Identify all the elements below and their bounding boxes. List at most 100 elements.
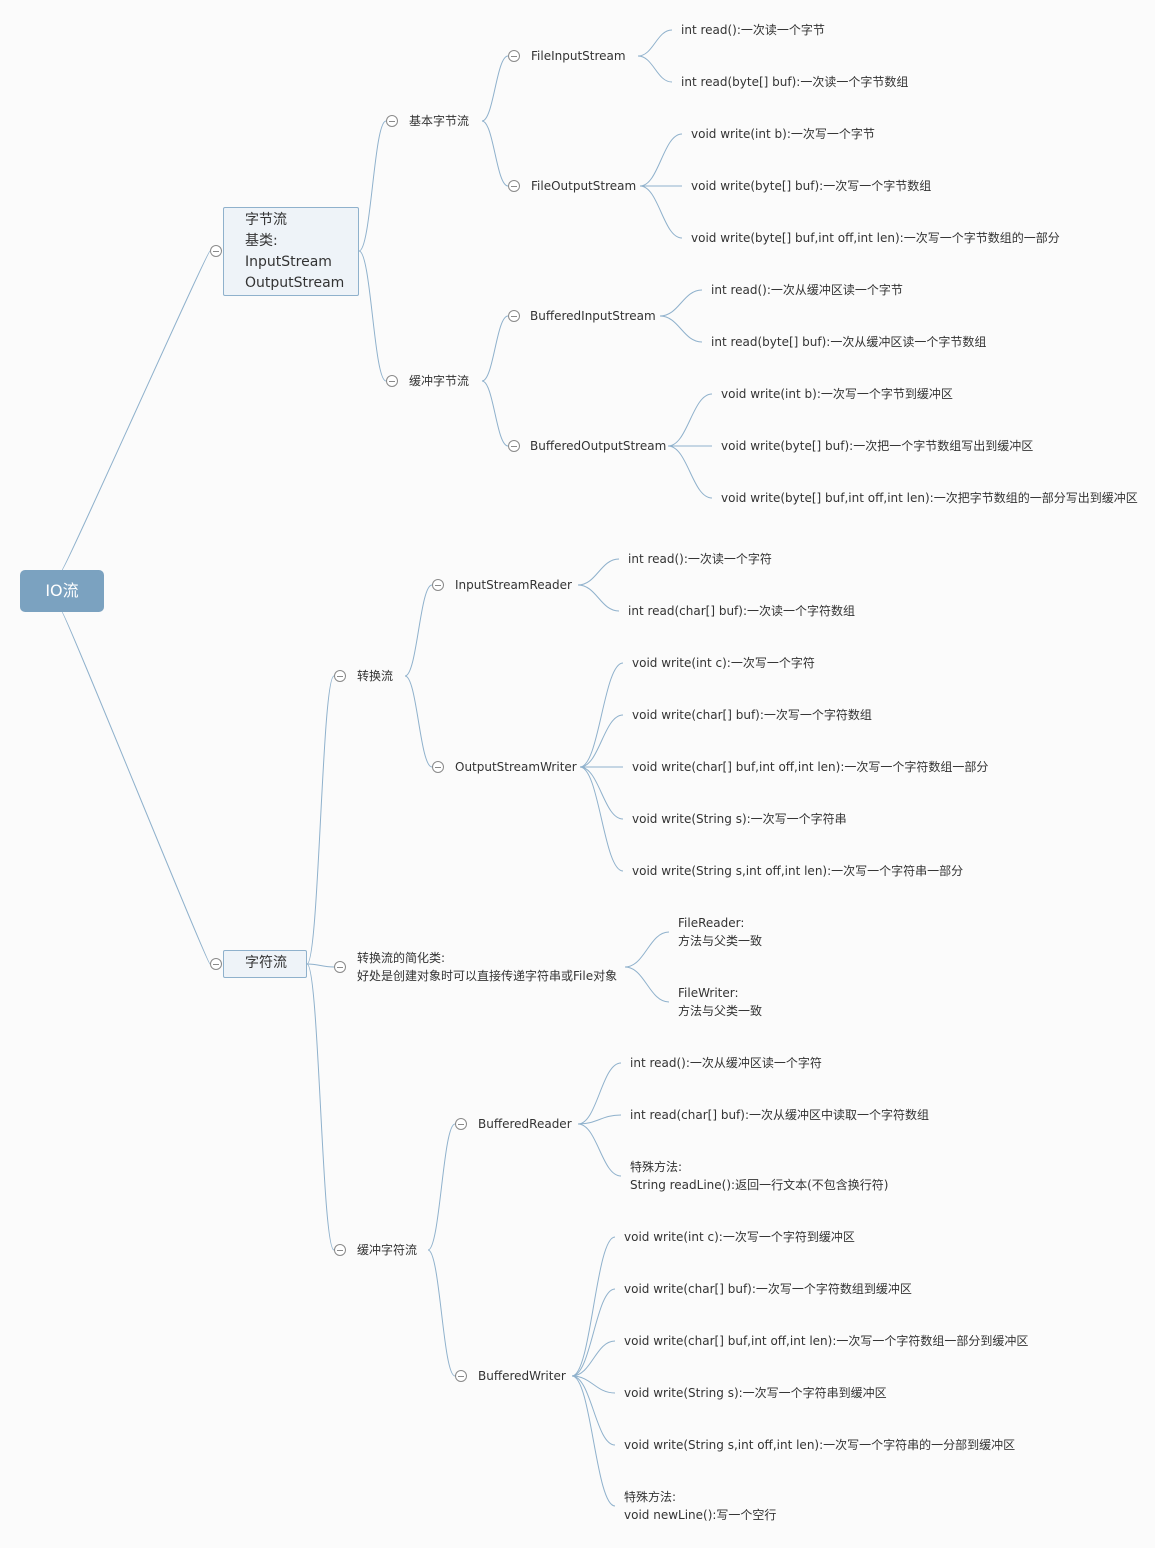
fileinputstream-node[interactable]: FileInputStream xyxy=(531,47,626,65)
link-bos-2 xyxy=(667,445,713,499)
root-node[interactable]: IO流 xyxy=(20,570,104,612)
bufferedreader-node[interactable]: BufferedReader xyxy=(478,1115,572,1133)
leaf-label: void write(int b):一次写一个字节 xyxy=(691,127,875,141)
link-buffered-byte-1 xyxy=(481,380,509,447)
osw-method-write-array-part[interactable]: void write(char[] buf,int off,int len):一… xyxy=(632,758,988,776)
byte-stream-collapse-icon[interactable] xyxy=(210,245,222,257)
link-isr-1 xyxy=(577,584,620,612)
leaf-label: void write(int c):一次写一个字符 xyxy=(632,656,815,670)
basic-byte-stream-collapse-icon[interactable] xyxy=(386,115,398,127)
bw-special-method[interactable]: 特殊方法: void newLine():写一个空行 xyxy=(624,1488,776,1524)
buffered-char-stream-collapse-icon[interactable] xyxy=(334,1244,346,1256)
osw-method-write-string-part[interactable]: void write(String s,int off,int len):一次写… xyxy=(632,862,963,880)
bufferedoutputstream-label: BufferedOutputStream xyxy=(530,439,667,453)
bufferedinputstream-collapse-icon[interactable] xyxy=(508,310,520,322)
inputstreamreader-collapse-icon[interactable] xyxy=(432,579,444,591)
leaf-label: int read(char[] buf):一次读一个字符数组 xyxy=(628,604,856,618)
link-osw-4 xyxy=(579,766,624,872)
leaf-label: int read(byte[] buf):一次从缓冲区读一个字节数组 xyxy=(711,335,987,349)
bw-method-write[interactable]: void write(int c):一次写一个字符到缓冲区 xyxy=(624,1228,855,1246)
outputstreamwriter-collapse-icon[interactable] xyxy=(432,761,444,773)
osw-method-write-array[interactable]: void write(char[] buf):一次写一个字符数组 xyxy=(632,706,872,724)
leaf-label: void write(byte[] buf):一次把一个字节数组写出到缓冲区 xyxy=(721,439,1034,453)
link-fis-1 xyxy=(637,55,673,83)
isr-method-read[interactable]: int read():一次读一个字符 xyxy=(628,550,772,568)
leaf-label: void write(String s):一次写一个字符串到缓冲区 xyxy=(624,1386,887,1400)
br-method-read[interactable]: int read():一次从缓冲区读一个字符 xyxy=(630,1054,822,1072)
leaf-label: void write(byte[] buf,int off,int len):一… xyxy=(691,231,1060,245)
simple-class-node[interactable]: 转换流的简化类: 好处是创建对象时可以直接传递字符串或File对象 xyxy=(357,949,617,985)
buffered-byte-stream-node[interactable]: 缓冲字节流 xyxy=(409,372,469,390)
bufferedinputstream-node[interactable]: BufferedInputStream xyxy=(530,307,656,325)
link-osw-0 xyxy=(579,662,624,768)
bw-method-write-string[interactable]: void write(String s):一次写一个字符串到缓冲区 xyxy=(624,1384,887,1402)
convert-stream-node[interactable]: 转换流 xyxy=(357,667,393,685)
bos-method-write[interactable]: void write(int b):一次写一个字节到缓冲区 xyxy=(721,385,953,403)
link-bw-3 xyxy=(571,1375,616,1394)
link-buffered-char-1 xyxy=(427,1249,456,1377)
link-br-2 xyxy=(577,1123,622,1177)
char-stream-node[interactable]: 字符流 xyxy=(223,950,307,978)
bos-method-write-array[interactable]: void write(byte[] buf):一次把一个字节数组写出到缓冲区 xyxy=(721,437,1033,455)
bis-method-read-array[interactable]: int read(byte[] buf):一次从缓冲区读一个字节数组 xyxy=(711,333,986,351)
link-bos-0 xyxy=(667,393,713,447)
basic-byte-stream-label: 基本字节流 xyxy=(409,114,470,128)
char-stream-collapse-icon[interactable] xyxy=(210,958,222,970)
link-fos-0 xyxy=(639,133,683,187)
leaf-label: int read():一次读一个字节 xyxy=(681,23,825,37)
link-buffered-byte-0 xyxy=(481,315,509,382)
leaf-label: int read(char[] buf):一次从缓冲区中读取一个字符数组 xyxy=(630,1108,930,1122)
leaf-label: void write(int c):一次写一个字符到缓冲区 xyxy=(624,1230,855,1244)
inputstreamreader-node[interactable]: InputStreamReader xyxy=(455,576,572,594)
bw-method-write-array-part[interactable]: void write(char[] buf,int off,int len):一… xyxy=(624,1332,1028,1350)
leaf-label: int read(byte[] buf):一次读一个字节数组 xyxy=(681,75,909,89)
bufferedwriter-node[interactable]: BufferedWriter xyxy=(478,1367,566,1385)
link-osw-3 xyxy=(579,766,624,820)
filereader-node[interactable]: FileReader: 方法与父类一致 xyxy=(678,914,762,950)
leaf-label: void write(String s,int off,int len):一次写… xyxy=(632,864,964,878)
link-convert-0 xyxy=(404,584,433,677)
link-char-stream-1 xyxy=(306,963,335,968)
fileoutputstream-collapse-icon[interactable] xyxy=(508,180,520,192)
bufferedreader-collapse-icon[interactable] xyxy=(455,1118,467,1130)
osw-method-write-string[interactable]: void write(String s):一次写一个字符串 xyxy=(632,810,847,828)
bis-method-read[interactable]: int read():一次从缓冲区读一个字节 xyxy=(711,281,903,299)
buffered-byte-stream-collapse-icon[interactable] xyxy=(386,375,398,387)
bw-method-write-string-part[interactable]: void write(String s,int off,int len):一次写… xyxy=(624,1436,1015,1454)
fos-method-write-array[interactable]: void write(byte[] buf):一次写一个字节数组 xyxy=(691,177,931,195)
bufferedoutputstream-collapse-icon[interactable] xyxy=(508,440,520,452)
bos-method-write-part[interactable]: void write(byte[] buf,int off,int len):一… xyxy=(721,489,1138,507)
isr-method-read-array[interactable]: int read(char[] buf):一次读一个字符数组 xyxy=(628,602,855,620)
outputstreamwriter-node[interactable]: OutputStreamWriter xyxy=(455,758,577,776)
link-simple-1 xyxy=(624,966,670,1003)
basic-byte-stream-node[interactable]: 基本字节流 xyxy=(409,112,469,130)
fileinputstream-collapse-icon[interactable] xyxy=(508,50,520,62)
fos-method-write[interactable]: void write(int b):一次写一个字节 xyxy=(691,125,875,143)
br-method-read-array[interactable]: int read(char[] buf):一次从缓冲区中读取一个字符数组 xyxy=(630,1106,929,1124)
fis-method-read-array[interactable]: int read(byte[] buf):一次读一个字节数组 xyxy=(681,73,908,91)
leaf-label: void write(String s):一次写一个字符串 xyxy=(632,812,847,826)
bufferedwriter-collapse-icon[interactable] xyxy=(455,1370,467,1382)
osw-method-write[interactable]: void write(int c):一次写一个字符 xyxy=(632,654,815,672)
fileoutputstream-node[interactable]: FileOutputStream xyxy=(531,177,636,195)
simple-class-collapse-icon[interactable] xyxy=(334,961,346,973)
buffered-byte-stream-label: 缓冲字节流 xyxy=(409,374,470,388)
link-root-byte-stream xyxy=(61,250,211,571)
inputstreamreader-label: InputStreamReader xyxy=(455,578,572,592)
convert-stream-label: 转换流 xyxy=(357,669,394,683)
bufferedoutputstream-node[interactable]: BufferedOutputStream xyxy=(530,437,666,455)
filewriter-node[interactable]: FileWriter: 方法与父类一致 xyxy=(678,984,762,1020)
fos-method-write-part[interactable]: void write(byte[] buf,int off,int len):一… xyxy=(691,229,1060,247)
leaf-label: 特殊方法: String readLine():返回一行文本(不包含换行符) xyxy=(630,1160,889,1192)
link-bw-0 xyxy=(571,1236,616,1377)
link-simple-0 xyxy=(624,931,670,968)
bw-method-write-array[interactable]: void write(char[] buf):一次写一个字符数组到缓冲区 xyxy=(624,1280,912,1298)
buffered-char-stream-node[interactable]: 缓冲字符流 xyxy=(357,1241,417,1259)
convert-stream-collapse-icon[interactable] xyxy=(334,670,346,682)
link-br-0 xyxy=(577,1062,622,1125)
byte-stream-node[interactable]: 字节流 基类: InputStream OutputStream xyxy=(223,207,359,296)
link-char-stream-0 xyxy=(306,675,335,965)
fis-method-read[interactable]: int read():一次读一个字节 xyxy=(681,21,825,39)
br-special-method[interactable]: 特殊方法: String readLine():返回一行文本(不包含换行符) xyxy=(630,1158,888,1194)
